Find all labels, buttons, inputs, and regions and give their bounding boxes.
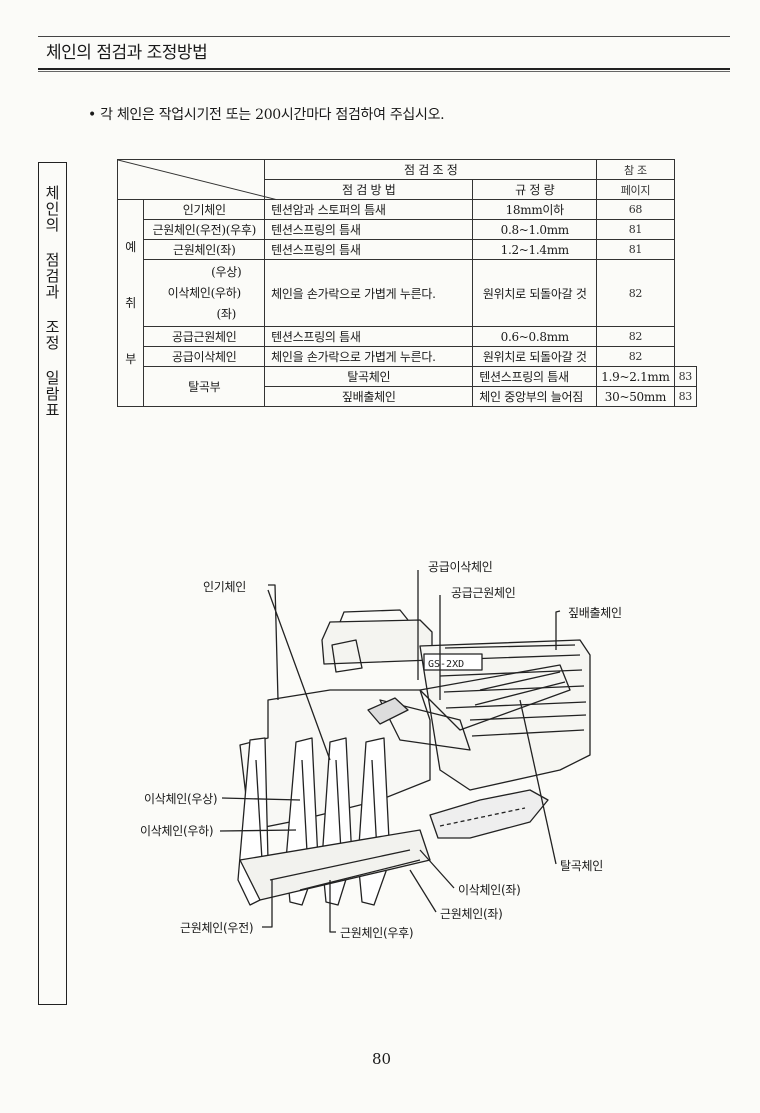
- row-ref: 81: [596, 219, 675, 240]
- side-title: 체인의 점검과 조정 일람표: [43, 185, 61, 418]
- table-corner-cell: [116, 159, 278, 200]
- row-method: 체인을 손가락으로 가볍게 누른다.: [264, 259, 474, 327]
- row-method: 체인을 손가락으로 가볍게 누른다.: [264, 346, 474, 367]
- row-spec: 원위치로 되돌아갈 것: [472, 259, 598, 327]
- page-title: 체인의 점검과 조정방법: [46, 43, 208, 63]
- label-talgok: 탈곡체인: [560, 859, 603, 873]
- row-name: 근원체인(우전)(우후): [143, 219, 266, 240]
- page-number: 80: [372, 1050, 392, 1068]
- row-ref: 83: [673, 386, 698, 407]
- inspection-table: 점 검 조 정 참 조 점 검 방 법 규 정 량 페이지 예 취 부 인기체인…: [116, 159, 698, 407]
- row-ref: 82: [596, 326, 675, 347]
- corner-diagonal: [118, 160, 278, 200]
- row-spec: 30~50mm: [596, 386, 675, 407]
- row-name: 근원체인(좌): [143, 239, 266, 260]
- row-name-line-2: 이삭체인(우하): [167, 285, 242, 300]
- label-isak-uha: 이삭체인(우하): [140, 824, 214, 838]
- label-geunwon-jwa: 근원체인(좌): [440, 907, 503, 921]
- group-yechwi: 예 취 부: [116, 199, 145, 407]
- header-bottom-rule: [38, 68, 730, 70]
- label-geunwon-uhu: 근원체인(우후): [340, 926, 414, 940]
- table-row: 탈곡부 탈곡체인 텐션스프링의 틈새 1.9~2.1mm 83: [118, 366, 698, 407]
- row-name: 공급이삭체인: [143, 346, 266, 367]
- row-method: 체인 중앙부의 늘어짐: [472, 386, 598, 407]
- table-row: 공급근원체인 텐션스프링의 틈새 0.6~0.8mm 82: [118, 326, 697, 347]
- header-bottom-rule-thin: [38, 71, 730, 72]
- row-method: 텐션스프링의 틈새: [264, 326, 474, 347]
- label-isak-usang: 이삭체인(우상): [144, 792, 218, 806]
- machine-plate: GS-2XD: [428, 659, 464, 670]
- table-row: 공급이삭체인 체인을 손가락으로 가볍게 누른다. 원위치로 되돌아갈 것 82: [118, 346, 697, 367]
- group-yechwi-1: 예: [125, 240, 137, 254]
- row-method: 텐션스프링의 틈새: [472, 366, 598, 387]
- row-spec: 원위치로 되돌아갈 것: [472, 346, 598, 367]
- label-jipbaechul: 짚배출체인: [568, 606, 622, 620]
- side-title-box: 체인의 점검과 조정 일람표: [38, 162, 67, 1005]
- row-name: 짚배출체인: [264, 386, 474, 407]
- group-talgok: 탈곡부: [143, 366, 266, 407]
- group-yechwi-3: 부: [125, 352, 137, 366]
- intro-note: • 각 체인은 작업시기전 또는 200시간마다 점검하여 주십시오.: [88, 107, 445, 123]
- label-gonggeup-isak: 공급이삭체인: [428, 560, 493, 574]
- label-ingi: 인기체인: [203, 580, 246, 594]
- header-top-rule: [38, 36, 730, 37]
- row-ref: 83: [673, 366, 698, 387]
- label-gonggeup-geunwon: 공급근원체인: [451, 586, 516, 600]
- row-name-line-1: (우상): [211, 264, 242, 279]
- label-geunwon-ujeon: 근원체인(우전): [180, 921, 254, 935]
- row-spec: 18mm이하: [472, 199, 598, 220]
- label-isak-jwa: 이삭체인(좌): [458, 883, 521, 897]
- row-name-line-3: (좌): [216, 306, 237, 321]
- group-yechwi-2: 취: [125, 296, 137, 310]
- table-row: 짚배출체인 체인 중앙부의 늘어짐 30~50mm 83: [118, 386, 698, 407]
